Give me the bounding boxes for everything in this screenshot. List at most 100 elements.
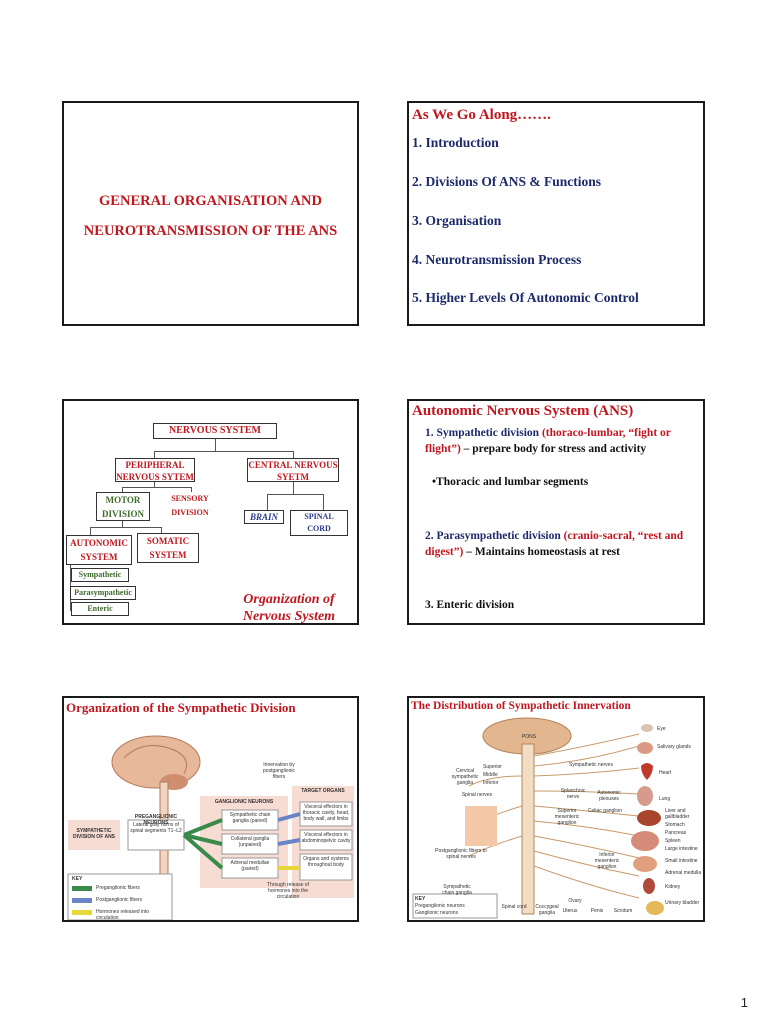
box-enteric: Enteric [71, 602, 129, 616]
label-ganglionic-neurons: GANGLIONIC NEURONS [214, 799, 274, 805]
preganglionic-arrow [183, 833, 223, 846]
label-pons: PONS [521, 734, 537, 740]
label-spinal-cord: Spinal cord [501, 904, 527, 910]
ans-point-1-bullet: •Thoracic and lumbar segments [432, 476, 589, 488]
ans-point-1-title: 1. Sympathetic division [425, 427, 542, 439]
label-key-gang: Ganglionic neurons [415, 910, 459, 916]
label-large-intestine: Large intestine [665, 846, 698, 852]
label-parasympathetic: Parasympathetic [74, 588, 132, 597]
bladder-icon [646, 901, 664, 915]
slide-ans: Autonomic Nervous System (ANS) 1. Sympat… [407, 399, 705, 625]
slide-title-line2: NEUROTRANSMISSION OF THE ANS [83, 223, 338, 239]
outline-heading: As We Go Along……. [412, 107, 551, 123]
connector [215, 438, 216, 452]
label-sensory-1: SENSORY [171, 494, 209, 503]
connector [154, 451, 155, 458]
sympathetic-org-figure [67, 735, 354, 920]
label-penis: Penis [590, 908, 604, 914]
connector [90, 527, 91, 535]
caption-line-1: Organization of [243, 592, 335, 607]
brain-fold [123, 745, 187, 775]
connector [122, 487, 192, 488]
label-salivary: Salivary glands [657, 744, 691, 750]
box-central: CENTRAL NERVOUS SYETM [247, 458, 339, 482]
label-autonomic-plexuses: Autonomic plexuses [597, 790, 621, 802]
label-chain-ganglia: Sympathetic chain ganglia [442, 884, 472, 896]
connector [122, 520, 123, 528]
ans-heading: Autonomic Nervous System (ANS) [412, 403, 634, 419]
label-adrenal: Adrenal medulla [665, 870, 702, 876]
slide-title-line1: GENERAL ORGANISATION AND [99, 193, 322, 209]
label-key: KEY [415, 896, 426, 902]
box-nervous-system: NERVOUS SYSTEM [153, 423, 277, 439]
label-sympathetic-division: SYMPATHETIC DIVISION OF ANS [72, 828, 116, 840]
connector [293, 451, 294, 458]
connector [122, 487, 123, 492]
label-brain: BRAIN [249, 512, 278, 522]
box-brain: BRAIN [244, 510, 284, 524]
connector [154, 451, 294, 452]
label-organs-systems: Organs and systems throughout body [303, 856, 349, 868]
label-cervical: Cervical sympathetic ganglia [451, 768, 479, 786]
label-uterus: Uterus [562, 908, 578, 914]
box-spinal-cord: SPINAL CORD [290, 510, 348, 536]
preganglionic-arrow [182, 833, 224, 870]
slide-sympathetic-distribution: The Distribution of Sympathetic Innervat… [407, 696, 705, 922]
spinal-cord-illustration [521, 743, 535, 915]
connector [293, 481, 294, 494]
label-enteric: Enteric [87, 604, 113, 613]
label-preganglionic-neurons: PREGANGLIONIC NEURONS [134, 814, 178, 826]
box-motor: MOTOR DIVISION [96, 492, 150, 521]
label-sympathetic-nerves: Sympathetic nerves [569, 762, 613, 768]
salivary-icon [637, 742, 653, 754]
caption-line-2: Nervous System [242, 609, 336, 624]
outline-item-3: 3. Organisation [412, 213, 502, 228]
ans-point-1: 1. Sympathetic division (thoraco-lumbar,… [425, 425, 703, 457]
label-key-horm: Hormones released into circulation [96, 909, 150, 921]
label-adrenal-medullae: Adrenal medullae (paired) [230, 860, 270, 872]
label-key: KEY [72, 876, 83, 882]
connector [191, 487, 192, 492]
connector [323, 494, 324, 510]
page-number: 1 [740, 995, 748, 1010]
label-eye: Eye [657, 726, 666, 732]
label-target-organs: TARGET ORGANS [301, 788, 345, 794]
label-key-post: Postganglionic fibers [96, 897, 143, 903]
ans-point-2: 2. Parasympathetic division (cranio-sacr… [425, 528, 703, 560]
visceral-thoracic-box [299, 801, 353, 827]
preganglionic-arrow [183, 818, 223, 837]
label-lateral-gray: Lateral gray horns of spinal segments T1… [130, 822, 182, 834]
label-central-2: SYETM [276, 472, 309, 482]
lung-icon [637, 786, 653, 806]
distribution-heading: The Distribution of Sympathetic Innervat… [411, 700, 631, 712]
label-liver: Liver and gallbladder [665, 808, 690, 820]
label-motor-2: DIVISION [101, 509, 144, 519]
label-autonomic-1: AUTONOMIC [70, 538, 128, 548]
postganglionic-arrow [277, 838, 301, 846]
label-ovary: Ovary [568, 898, 582, 904]
label-sensory-2: DIVISION [171, 508, 209, 517]
label-spinal-nerves: Spinal nerves [461, 792, 493, 798]
box-autonomic: AUTONOMIC SYSTEM [66, 535, 132, 565]
connector [267, 494, 324, 495]
label-coccygeal: Coccygeal ganglia [535, 904, 559, 916]
label-pancreas: Pancreas [665, 830, 687, 836]
heart-icon [641, 763, 653, 780]
slide-sympathetic-organization: Organization of the Sympathetic Division… [62, 696, 359, 922]
box-parasympathetic: Parasympathetic [70, 586, 136, 600]
outline-item-1: 1. Introduction [412, 135, 499, 150]
key-horm-swatch [72, 910, 92, 915]
label-key-pre: Preganglionic neurons [415, 903, 465, 909]
slide-title: GENERAL ORGANISATION AND NEUROTRANSMISSI… [62, 101, 359, 326]
ans-point-1-tag: (thoraco-lumbar, “fight or flight”) [425, 427, 671, 455]
ans-point-1-desc: – prepare body for stress and activity [460, 443, 647, 455]
box-somatic: SOMATIC SYSTEM [137, 533, 199, 563]
outline-item-4: 4. Neurotransmission Process [412, 252, 582, 267]
liver-icon [637, 810, 661, 826]
postganglionic-arrow [277, 812, 301, 822]
box-sympathetic: Sympathetic [71, 568, 129, 582]
label-sympathetic: Sympathetic [78, 570, 122, 579]
connector [161, 527, 162, 533]
connector [154, 481, 155, 488]
label-visceral-thoracic: Visceral effectors in thoracic cavity, h… [302, 804, 350, 822]
